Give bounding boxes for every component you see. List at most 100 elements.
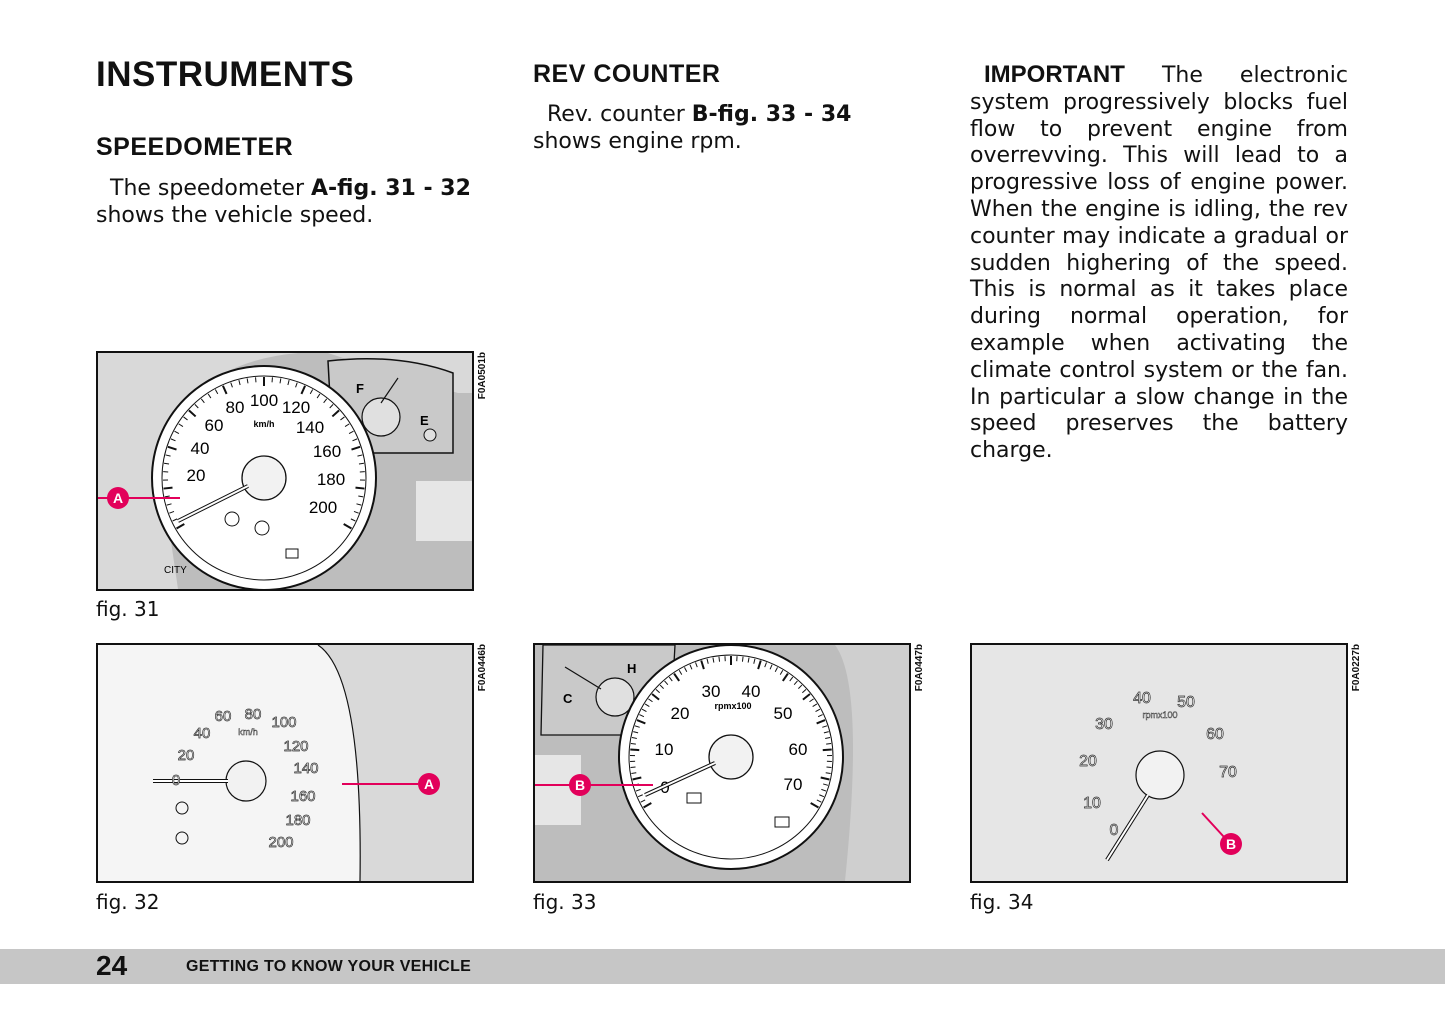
dial-tick (348, 430, 354, 434)
callout-a-label: A (424, 776, 434, 792)
dial-tick (630, 742, 636, 745)
speedometer-scale: 20 40 60 80 100 120 140 160 180 200 (187, 391, 346, 517)
abs-icon (175, 831, 189, 845)
dial-tick (826, 742, 832, 745)
fig34-code: F0A0227b (1351, 644, 1362, 692)
dial-tick (706, 658, 709, 664)
dial-tick (634, 725, 640, 728)
scale-label: 40 (1133, 690, 1151, 707)
dial-tick (825, 736, 831, 739)
page-title: INSTRUMENTS (96, 55, 355, 94)
scale-label: 140 (293, 760, 318, 777)
scale-label: 200 (309, 498, 337, 517)
callout-b-label: B (575, 777, 585, 793)
dial-tick (695, 662, 698, 668)
dial-tick (823, 783, 829, 786)
dial-tick (344, 423, 350, 427)
dial-tick (684, 667, 688, 673)
scale-label: 80 (226, 398, 245, 417)
fig34-caption: fig. 34 (970, 890, 1034, 914)
rev-counter-scale: 0 10 20 30 40 50 60 70 (1079, 690, 1238, 840)
dial-tick (246, 378, 249, 384)
dial-tick (631, 736, 637, 739)
scale-label: 20 (187, 466, 206, 485)
dial-tick (279, 378, 282, 384)
scale-label: 180 (317, 470, 345, 489)
scale-label: 70 (1219, 764, 1237, 781)
dial-tick (815, 708, 821, 712)
scale-label: 0 (1110, 822, 1119, 839)
dial-tick (819, 794, 825, 798)
dial-tick (816, 799, 822, 803)
dial-tick (826, 766, 832, 769)
dial-tick (637, 794, 643, 798)
scale-label: 40 (742, 682, 761, 701)
dial-tick (659, 684, 664, 689)
dial-tick (678, 670, 683, 675)
callout-b-marker (569, 774, 591, 796)
dial-tick (639, 714, 645, 718)
dial-tick (779, 670, 784, 675)
scale-label: 70 (784, 775, 803, 794)
fig33-caption: fig. 33 (533, 890, 597, 914)
speedometer-ticks (163, 377, 365, 530)
scale-label: 120 (282, 398, 310, 417)
dial-tick (812, 703, 818, 707)
important-label: IMPORTANT (984, 61, 1125, 88)
dial-tick (664, 680, 669, 686)
dial-tick (163, 486, 173, 490)
scale-label: 10 (1083, 795, 1101, 812)
callout-a-label: A (113, 490, 123, 506)
rear-defrost-icon (774, 816, 790, 828)
scale-label: 60 (1206, 726, 1224, 743)
scale-label: 60 (789, 740, 808, 759)
dial-tick (753, 658, 756, 664)
dial-tick (747, 657, 750, 663)
callout-a-marker (107, 487, 129, 509)
dial-tick (167, 445, 177, 451)
rev-counter-fig-ref: B-fig. 33 - 34 (691, 102, 852, 127)
dial-tick (331, 409, 340, 418)
dial-tick (816, 719, 826, 725)
scale-label: 40 (194, 725, 211, 742)
dial-tick (820, 776, 830, 781)
fig32-code: F0A0446b (477, 644, 488, 692)
dial-tick (174, 430, 180, 434)
dial-tick (757, 660, 762, 670)
dial-tick (300, 385, 306, 395)
dial-tick (825, 772, 831, 775)
fig31-code: F0A0501b (477, 352, 488, 400)
dial-tick (207, 393, 212, 399)
dial-tick (640, 799, 646, 803)
dial-tick (774, 667, 778, 673)
scale-label: 10 (655, 740, 674, 759)
dial-tick (741, 656, 744, 662)
engine-icon (175, 801, 189, 815)
rev-counter-heading: REV COUNTER (533, 60, 721, 88)
dial-tick (712, 657, 715, 663)
dial-tick (230, 382, 233, 388)
dial-tick (769, 664, 773, 670)
callout-b-marker (1220, 833, 1242, 855)
footer-bar (0, 949, 1445, 984)
scale-label: 160 (313, 442, 341, 461)
dial-tick (821, 788, 827, 792)
city-label: CITY (164, 565, 187, 576)
speed-unit-label: km/h (238, 727, 258, 737)
dial-tick (718, 656, 721, 662)
dial-tick (651, 693, 660, 701)
dial-tick (356, 503, 362, 506)
dial-tick (170, 438, 176, 442)
figure-31: F E 20 40 60 80 100 120 140 160 180 200 … (96, 351, 474, 591)
speed-unit-label: km/h (253, 419, 274, 429)
scale-label: 60 (205, 416, 224, 435)
dial-tick (673, 672, 681, 682)
dial-tick (668, 676, 673, 682)
fig33-code: F0A0447b (914, 644, 925, 692)
dial-tick (164, 495, 170, 498)
dial-tick (214, 389, 219, 395)
dial-tick (165, 454, 171, 457)
scale-label: 30 (702, 682, 721, 701)
dial-tick (798, 684, 803, 689)
rev-unit-label: rpmx100 (1142, 710, 1177, 720)
